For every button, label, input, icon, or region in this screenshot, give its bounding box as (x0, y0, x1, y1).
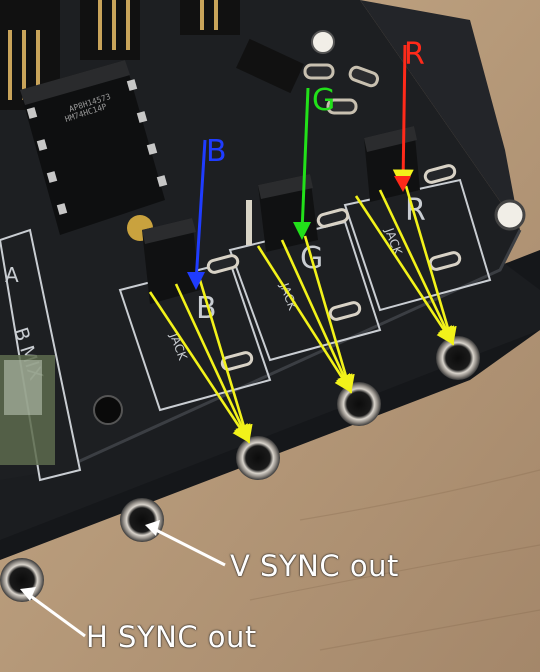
jack-hsync (0, 558, 44, 602)
mount-hole-right (494, 199, 526, 231)
green-arrow (300, 87, 310, 233)
label-vsync-out: V SYNC out (230, 549, 399, 583)
left-silkscreen: A B MIX (0, 228, 82, 482)
mount-hole-left (93, 395, 123, 425)
ic-chip: AP8H14573 HM74HC14P (20, 60, 168, 235)
vsync-arrow (149, 525, 226, 567)
jack-r (436, 336, 480, 380)
jack-b (236, 436, 280, 480)
yellow-signal-arrows (148, 185, 457, 444)
blue-arrow (194, 139, 207, 283)
top-pads (303, 63, 380, 115)
label-red: R (404, 37, 425, 72)
red-arrow (392, 44, 414, 191)
jumper-r (364, 126, 420, 202)
silk-label-a: A (5, 263, 19, 287)
hsync-arrow (24, 590, 86, 638)
small-chip (236, 38, 304, 94)
mount-hole-top (311, 30, 335, 54)
jack-g (337, 382, 381, 426)
label-hsync-out: H SYNC out (86, 620, 257, 654)
channel-pads (206, 164, 462, 371)
jack-vsync (120, 498, 164, 542)
silk-r: R (405, 193, 426, 228)
label-blue: B (206, 134, 227, 169)
jumper-b (142, 218, 200, 304)
label-green: G (312, 83, 336, 118)
